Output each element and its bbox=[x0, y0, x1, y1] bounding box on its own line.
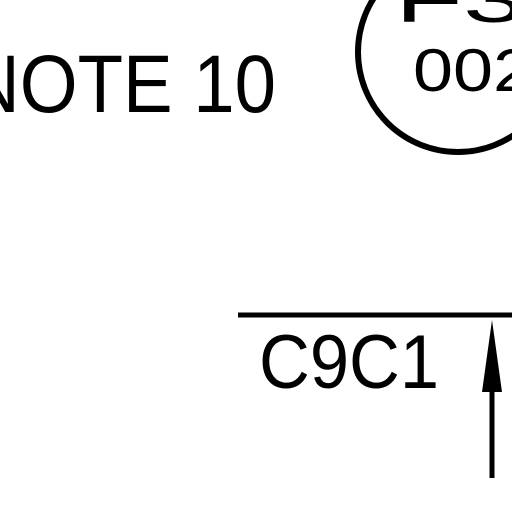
reference-label: C9C1 bbox=[259, 320, 439, 405]
reference-callout: C9C1 bbox=[238, 312, 512, 405]
callout-circle bbox=[355, 0, 512, 155]
section-arrow bbox=[482, 320, 502, 478]
arrow-head bbox=[482, 320, 502, 392]
detail-callout: F3 002 bbox=[355, 0, 512, 155]
callout-sheet-text: F3 bbox=[395, 0, 512, 36]
callout-number-text: 002 bbox=[413, 37, 512, 104]
note-label: NOTE 10 bbox=[0, 39, 276, 130]
